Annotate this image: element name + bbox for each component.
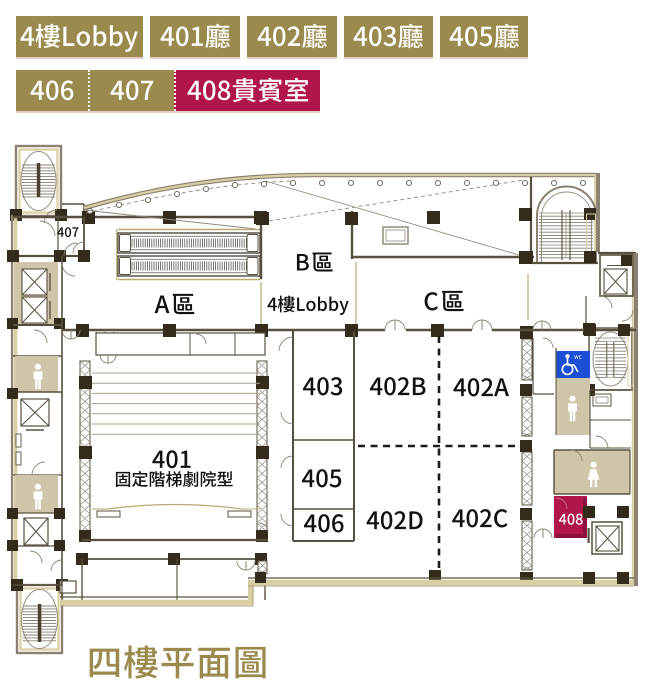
right-corridor-walls — [532, 337, 554, 395]
lobby-roof-lines — [83, 179, 525, 256]
elevator-x-box — [23, 517, 49, 546]
tab-label: 406 — [30, 77, 75, 103]
room-label-401: 401 — [152, 447, 192, 471]
tab-lobby4f[interactable]: 4樓Lobby — [16, 16, 143, 57]
theater-401 — [79, 360, 269, 542]
tab-label: 408貴賓室 — [187, 77, 310, 103]
zone-label-c: C區 — [423, 289, 467, 313]
room-label-402c: 402C — [452, 506, 509, 530]
elevator-x-box — [595, 525, 620, 552]
tab-bar-row1: 4樓Lobby 401廳 402廳 403廳 405廳 — [16, 16, 528, 57]
room-402-partitions — [358, 336, 518, 582]
tab-hall402[interactable]: 402廳 — [247, 16, 337, 57]
room-label-402a: 402A — [453, 375, 509, 399]
room-label-401-subtitle: 固定階梯劇院型 — [115, 470, 234, 487]
elevator-bottom-right — [583, 506, 629, 555]
tab-label: 402廳 — [257, 23, 328, 49]
right-wing-rooms — [585, 251, 638, 586]
wc-sign-label: WC — [574, 355, 582, 360]
rooms-403-405-406 — [278, 331, 355, 542]
tab-label: 4樓Lobby — [20, 23, 139, 52]
tab-hall405[interactable]: 405廳 — [440, 16, 528, 57]
zone-c-north-wall — [352, 211, 534, 264]
canopy-roof — [83, 172, 600, 252]
elevator-x-box — [21, 268, 48, 296]
room-label-407: 407 — [57, 226, 79, 239]
elevator-x-box — [21, 296, 48, 324]
tab-hall403[interactable]: 403廳 — [344, 16, 433, 57]
tab-label: 405廳 — [449, 23, 520, 49]
room-label-408: 408 — [558, 511, 583, 526]
projection-rooms — [95, 324, 266, 364]
plan-caption: 四樓平面圖 — [87, 644, 270, 680]
tab-hall401[interactable]: 401廳 — [150, 16, 240, 57]
tab-room407[interactable]: 407 — [88, 70, 174, 111]
room-label-403: 403 — [302, 374, 344, 398]
zone-b-walls — [256, 211, 358, 279]
tab-room406[interactable]: 406 — [16, 70, 88, 111]
elevator-x-box — [603, 268, 628, 295]
tab-label: 403廳 — [353, 23, 424, 49]
staircase-top-left — [10, 144, 67, 224]
staircase-top-right — [519, 177, 598, 265]
tab-label: 401廳 — [160, 23, 231, 49]
left-wing-rooms — [7, 256, 65, 586]
wheelchair-wc-sign — [556, 351, 590, 378]
escalators — [116, 228, 262, 281]
tab-room408-vip[interactable]: 408貴賓室 — [174, 70, 320, 111]
zone-label-lobby: 4樓Lobby — [267, 295, 349, 315]
shaft-wall-right — [520, 326, 533, 585]
room-label-402b: 402B — [369, 374, 427, 398]
tab-group-row2: 406 407 408貴賓室 — [16, 70, 320, 111]
room-label-405: 405 — [301, 466, 343, 490]
right-wing-small-rooms — [589, 389, 631, 449]
room-label-402d: 402D — [366, 508, 424, 532]
zone-label-b: B區 — [295, 251, 336, 274]
room-label-406: 406 — [303, 511, 345, 535]
south-rooms — [59, 553, 634, 607]
elevator-x-box — [20, 398, 50, 427]
zone-label-a: A區 — [154, 292, 198, 316]
tab-label: 407 — [110, 77, 155, 103]
zone-separator-lines — [260, 262, 529, 324]
